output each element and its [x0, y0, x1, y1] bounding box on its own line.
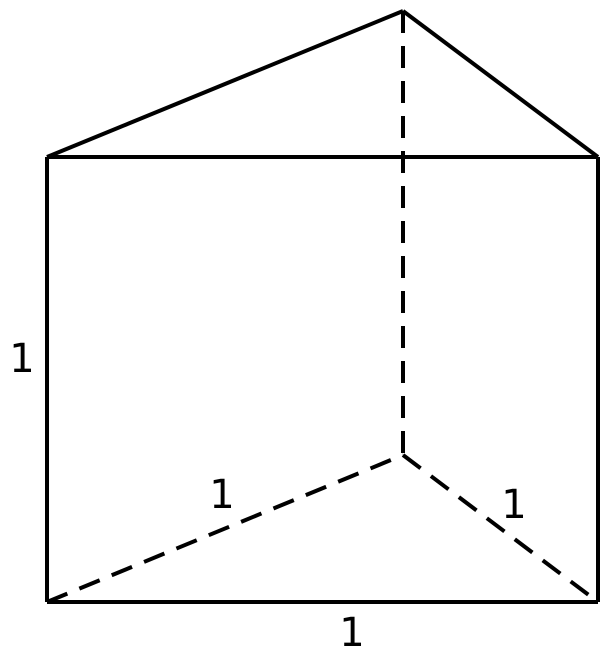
- label-base-back-left: 1: [209, 472, 234, 518]
- hidden-bottom-edge-left: [46, 453, 404, 604]
- top-edge-left: [46, 9, 404, 159]
- top-edge-right: [401, 9, 600, 159]
- hidden-bottom-edge-right: [401, 453, 600, 604]
- label-base-back-right: 1: [501, 482, 526, 528]
- label-base-front: 1: [339, 610, 364, 652]
- label-height: 1: [9, 336, 34, 382]
